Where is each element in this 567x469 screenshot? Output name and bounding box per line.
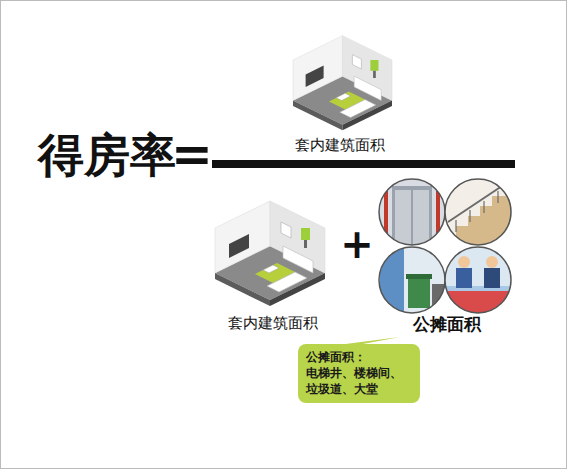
numerator-label: 套内建筑面积 [295, 136, 385, 154]
formula-name: 得房率 [38, 128, 176, 183]
callout-bubble: 公摊面积：电梯井、楼梯间、 垃圾道、大堂 [298, 344, 420, 403]
shared-area-label: 公摊面积 [413, 314, 481, 334]
plus-sign: + [340, 220, 374, 268]
stairs-circle [444, 178, 514, 248]
callout-body: 电梯井、楼梯间、 垃圾道、大堂 [306, 365, 412, 397]
lobby-circle [444, 246, 514, 316]
equals-sign: = [171, 124, 213, 184]
area-label: 套内建筑面积 [228, 314, 318, 332]
room-illustration [293, 36, 392, 131]
garbage-chute-circle [378, 246, 448, 316]
elevator-circle [378, 178, 448, 248]
fraction-bar [212, 160, 515, 168]
callout-heading: 公摊面积： [306, 349, 412, 365]
room-illustration [215, 201, 325, 306]
